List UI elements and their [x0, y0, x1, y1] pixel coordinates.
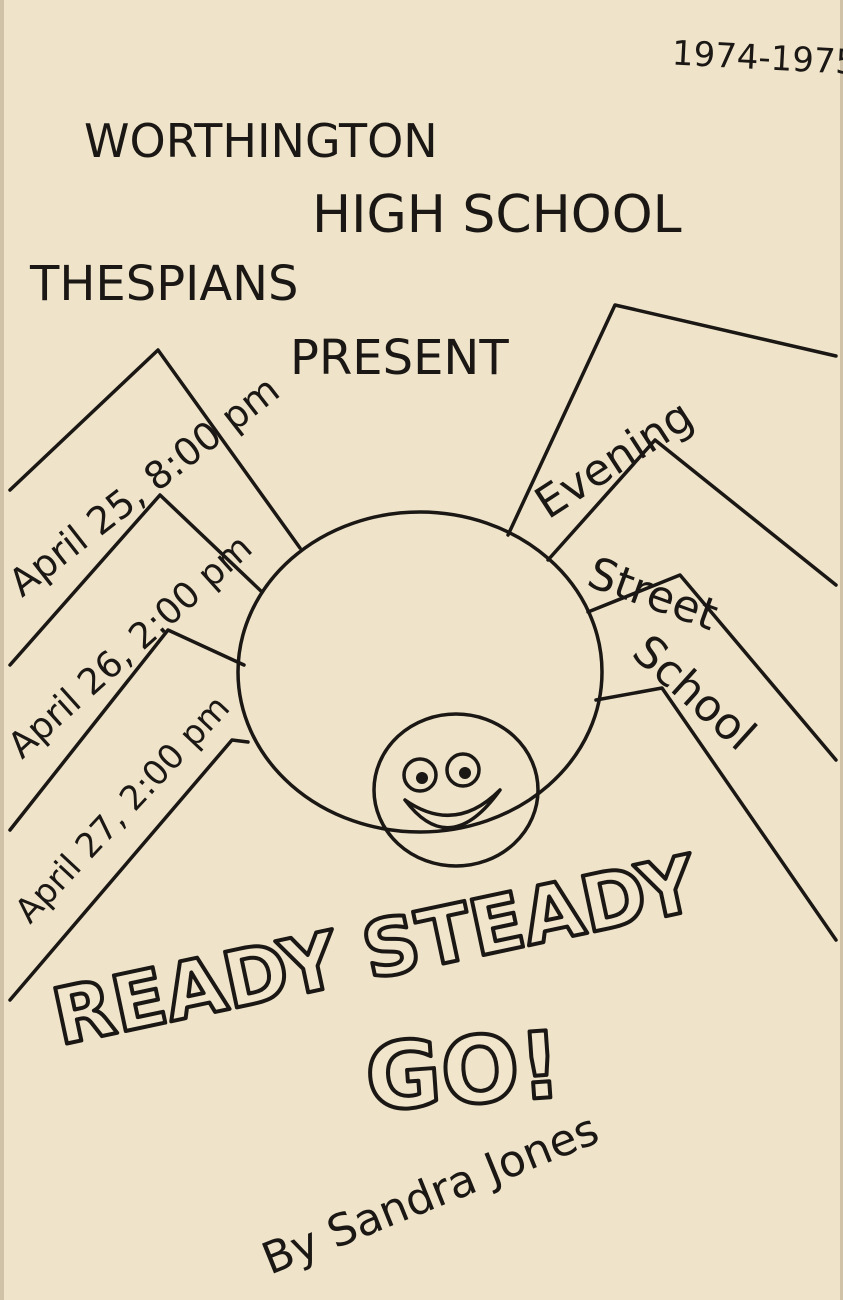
pupil-left: [416, 772, 428, 784]
header-high-school: HIGH SCHOOL: [312, 185, 682, 245]
ray-line: [8, 738, 250, 1002]
ray-line: [546, 438, 838, 587]
ray-line: [586, 573, 838, 762]
paper: [4, 0, 840, 1300]
sun-circle: [236, 510, 604, 834]
smiley-face: [372, 712, 540, 868]
ray-line: [8, 348, 302, 550]
year-note: 1974-1975: [671, 33, 843, 83]
header-thespians: THESPIANS: [29, 256, 299, 312]
ray-line: [594, 686, 838, 942]
ray-line: [506, 303, 838, 537]
pupil-right: [459, 767, 471, 779]
title-go: GO!: [362, 1012, 565, 1132]
header-present: PRESENT: [290, 330, 509, 386]
smile: [403, 788, 502, 830]
ray-line: [8, 628, 246, 832]
eye-left: [402, 757, 438, 793]
ray-line: [8, 493, 264, 667]
eye-right: [445, 752, 481, 788]
header-worthington: WORTHINGTON: [84, 114, 438, 168]
